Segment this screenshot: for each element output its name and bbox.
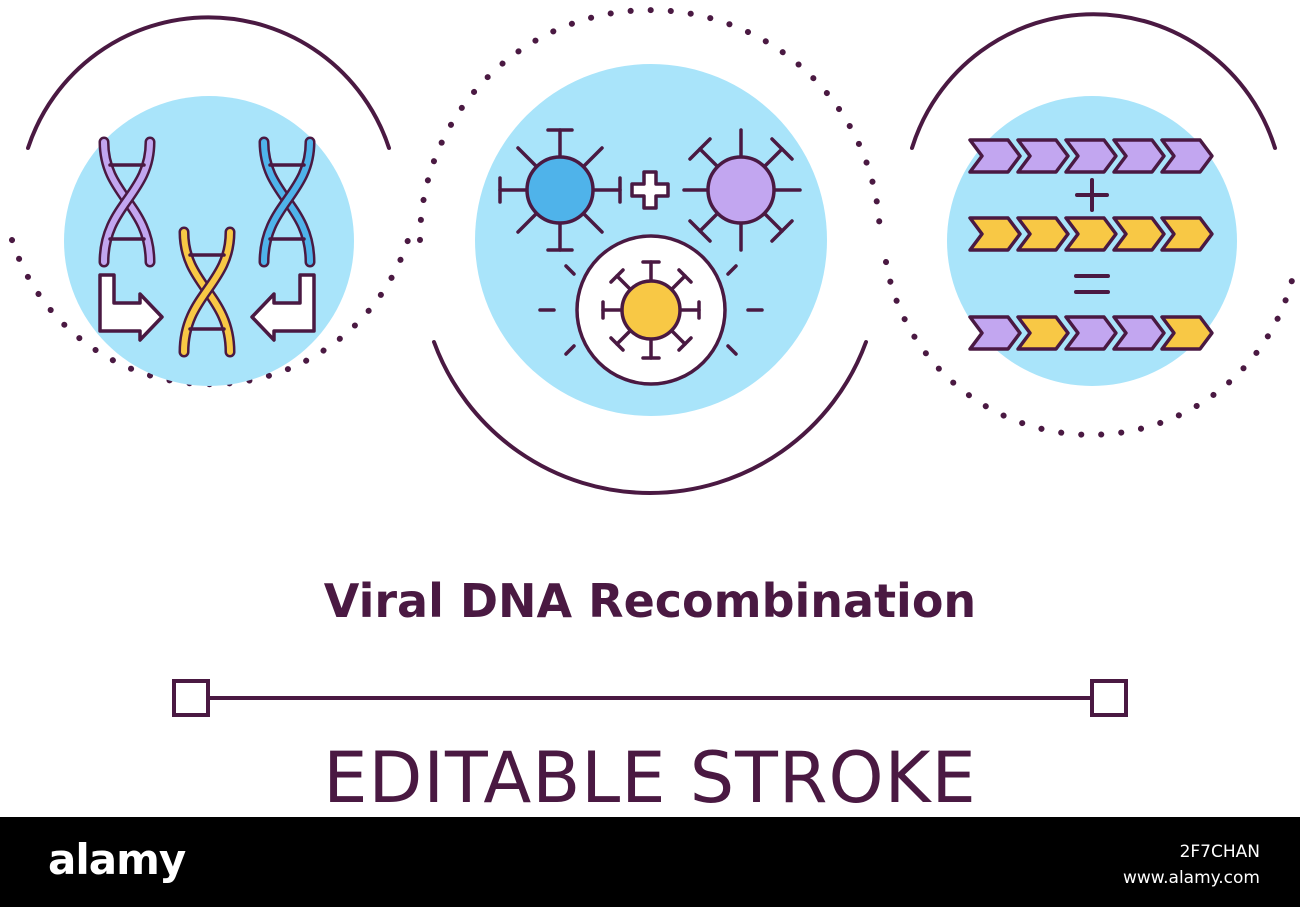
mixed-sequence-row [968,315,1214,351]
plus-icon [630,170,670,210]
purple-virus-icon [682,128,802,252]
sequence-recombination-icon [968,138,1214,351]
center-arc [432,340,868,495]
image-id: 2F7CHAN [1179,842,1260,862]
purple-sequence-row [968,138,1214,174]
right-handle [1090,679,1128,717]
left-arc [26,15,391,150]
combined-virus-icon [538,234,764,386]
plus-icon [1075,178,1109,212]
center-dotted-arc [417,7,883,243]
blue-virus-icon [498,128,622,252]
image-meta: 2F7CHAN www.alamy.com [1123,839,1260,891]
right-arc [910,12,1277,150]
left-panel [9,15,411,388]
alamy-logo: alamy [48,835,186,884]
virus-combination-icon [498,128,802,386]
right-panel [883,12,1299,438]
purple-dna-icon [98,136,156,268]
dna-merge-icon [98,136,316,358]
editable-stroke-label: EDITABLE STROKE [323,737,977,819]
equals-icon [1074,274,1110,294]
yellow-sequence-row [968,216,1214,252]
yellow-dna-icon [178,226,236,358]
arrow-left-icon [250,273,316,342]
arrow-right-icon [98,273,164,342]
left-handle [172,679,210,717]
center-panel [417,7,883,495]
concept-illustration [9,7,1299,717]
concept-title: Viral DNA Recombination [323,574,977,628]
blue-dna-icon [258,136,316,268]
website: www.alamy.com [1122,868,1260,888]
watermark-footer: alamy 2F7CHAN www.alamy.com [0,817,1300,907]
stroke-divider [172,679,1128,717]
